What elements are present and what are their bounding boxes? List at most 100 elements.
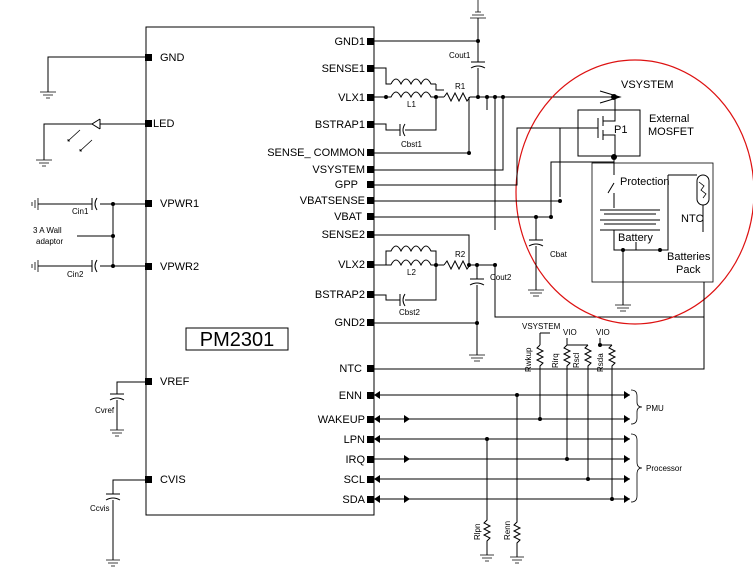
junction-dot — [610, 497, 614, 501]
l2-inductor-top — [385, 245, 437, 265]
p1-label: P1 — [614, 124, 627, 136]
bstrap2-wire — [374, 265, 437, 301]
ic-name-box — [185, 327, 289, 351]
rlpn-label: Rlpn — [473, 524, 482, 540]
batteries-pack-label-line1: Batteries — [667, 251, 711, 263]
ground-symbol — [528, 289, 544, 297]
ground-symbol — [110, 429, 124, 437]
p1-mosfet-icon — [597, 100, 616, 156]
pmu-brace — [630, 389, 643, 425]
ccvis-capacitor — [105, 493, 121, 501]
sense1-wire — [374, 67, 444, 91]
p1-mosfet-box — [577, 109, 641, 157]
ground-symbol — [510, 556, 524, 564]
pin-label-gnd1: GND1 — [334, 36, 365, 48]
junction-dot — [565, 457, 569, 461]
pin-sda-square — [367, 496, 374, 503]
rirq-label: Rirq — [551, 353, 560, 368]
irq-arrow-icon — [404, 455, 410, 463]
pin-label-sense2: SENSE2 — [322, 229, 365, 241]
renn-resistor — [512, 395, 522, 557]
vio-label-1: VIO — [563, 328, 577, 337]
pin-label-sda: SDA — [342, 494, 365, 506]
left-pins: GND LED VPWR1 VPWR2 VREF CVIS — [145, 52, 199, 486]
ground-symbol — [480, 554, 494, 562]
cvref-label: Cvref — [95, 406, 115, 415]
battery-return-wire — [613, 230, 660, 251]
wall-adaptor-label-line2: adaptor — [36, 237, 63, 246]
pin-label-wakeup: WAKEUP — [318, 414, 365, 426]
junction-dot — [538, 417, 542, 421]
pin-gpp-square — [367, 181, 374, 188]
vsystem-pullup-label: VSYSTEM — [522, 322, 561, 331]
ntc-pin-wire — [374, 282, 705, 370]
pin-vsystem-square — [367, 166, 374, 173]
ic-body — [145, 26, 375, 516]
battery-cells-icon — [600, 209, 660, 231]
ntc-link-wire — [668, 174, 704, 232]
vbat-wire — [374, 161, 614, 218]
ext-mosfet-label-line1: External — [649, 113, 689, 125]
lpn-arrow-icon — [374, 435, 380, 443]
pin-label-sense1: SENSE1 — [322, 63, 365, 75]
sense2-wire — [374, 234, 470, 265]
rwkup-resistor — [535, 344, 545, 418]
junction-dot — [111, 264, 115, 268]
pin-label-vpwr1: VPWR1 — [160, 198, 199, 210]
pin-enn-square — [367, 392, 374, 399]
r2-label: R2 — [455, 250, 466, 259]
cvis-wire — [112, 479, 145, 560]
pin-bstrap2-square — [367, 291, 374, 298]
junction-dot — [476, 95, 480, 99]
renn-label: Renn — [503, 521, 512, 540]
pin-label-led: LED — [153, 118, 174, 130]
cout1-capacitor — [470, 61, 486, 69]
processor-brace — [630, 433, 643, 503]
ground-symbol-top — [470, 0, 486, 19]
pin-vlx2-square — [367, 261, 374, 268]
cout2-label: Cout2 — [490, 273, 512, 282]
rirq-resistor — [562, 344, 572, 459]
cin2-capacitor — [91, 259, 98, 273]
led-light-arrows-icon — [67, 129, 93, 152]
pin-label-vbat: VBAT — [334, 211, 362, 223]
wall-adaptor-label-line1: 3 A Wall — [33, 226, 62, 235]
junction-dot — [611, 94, 617, 100]
ground-symbol — [31, 198, 39, 210]
pin-label-scl: SCL — [344, 474, 365, 486]
digital-bus: VSYSTEM VIO VIO Rwkup Rirq Rscl Rsda — [374, 282, 705, 564]
led-wire — [43, 123, 145, 160]
cout2-capacitor — [469, 278, 485, 286]
pin-label-vbatsense: VBATSENSE — [300, 195, 365, 207]
pin-ntc-square — [367, 365, 374, 372]
cbst2-capacitor — [399, 293, 406, 307]
output-stage-2: L2 R2 Cout2 Cbst2 — [374, 234, 705, 362]
vref-wire — [116, 381, 145, 430]
pin-label-gpp: GPP — [335, 179, 358, 191]
ground-symbol — [36, 159, 52, 167]
vsystem-arrow-icon — [599, 90, 622, 104]
pin-vpwr1-square — [145, 200, 152, 207]
junction-dot — [467, 151, 471, 155]
pin-label-sense-common: SENSE_ COMMON — [267, 147, 365, 159]
highlight-ellipse — [515, 59, 753, 325]
ic-name: PM2301 — [200, 329, 275, 351]
l1-inductor — [374, 91, 444, 99]
ground-symbol — [469, 354, 485, 362]
pin-lpn-square — [367, 436, 374, 443]
pin-label-vsystem: VSYSTEM — [312, 164, 365, 176]
ntc-thermistor-squiggle — [698, 181, 707, 199]
l1-label: L1 — [407, 100, 416, 109]
ground-symbol — [40, 91, 56, 99]
junction-dot — [384, 95, 388, 99]
cbst1-capacitor — [399, 123, 406, 137]
rscl-label: Rscl — [572, 352, 581, 368]
vsystem-wire — [374, 97, 504, 171]
gnd2-return-wire — [494, 265, 705, 318]
ntc-wire — [660, 175, 669, 251]
pin-label-bstrap1: BSTRAP1 — [315, 119, 365, 131]
pullup-rails — [539, 332, 612, 346]
rlpn-resistor — [482, 439, 492, 555]
ccvis-label: Ccvis — [90, 504, 110, 513]
